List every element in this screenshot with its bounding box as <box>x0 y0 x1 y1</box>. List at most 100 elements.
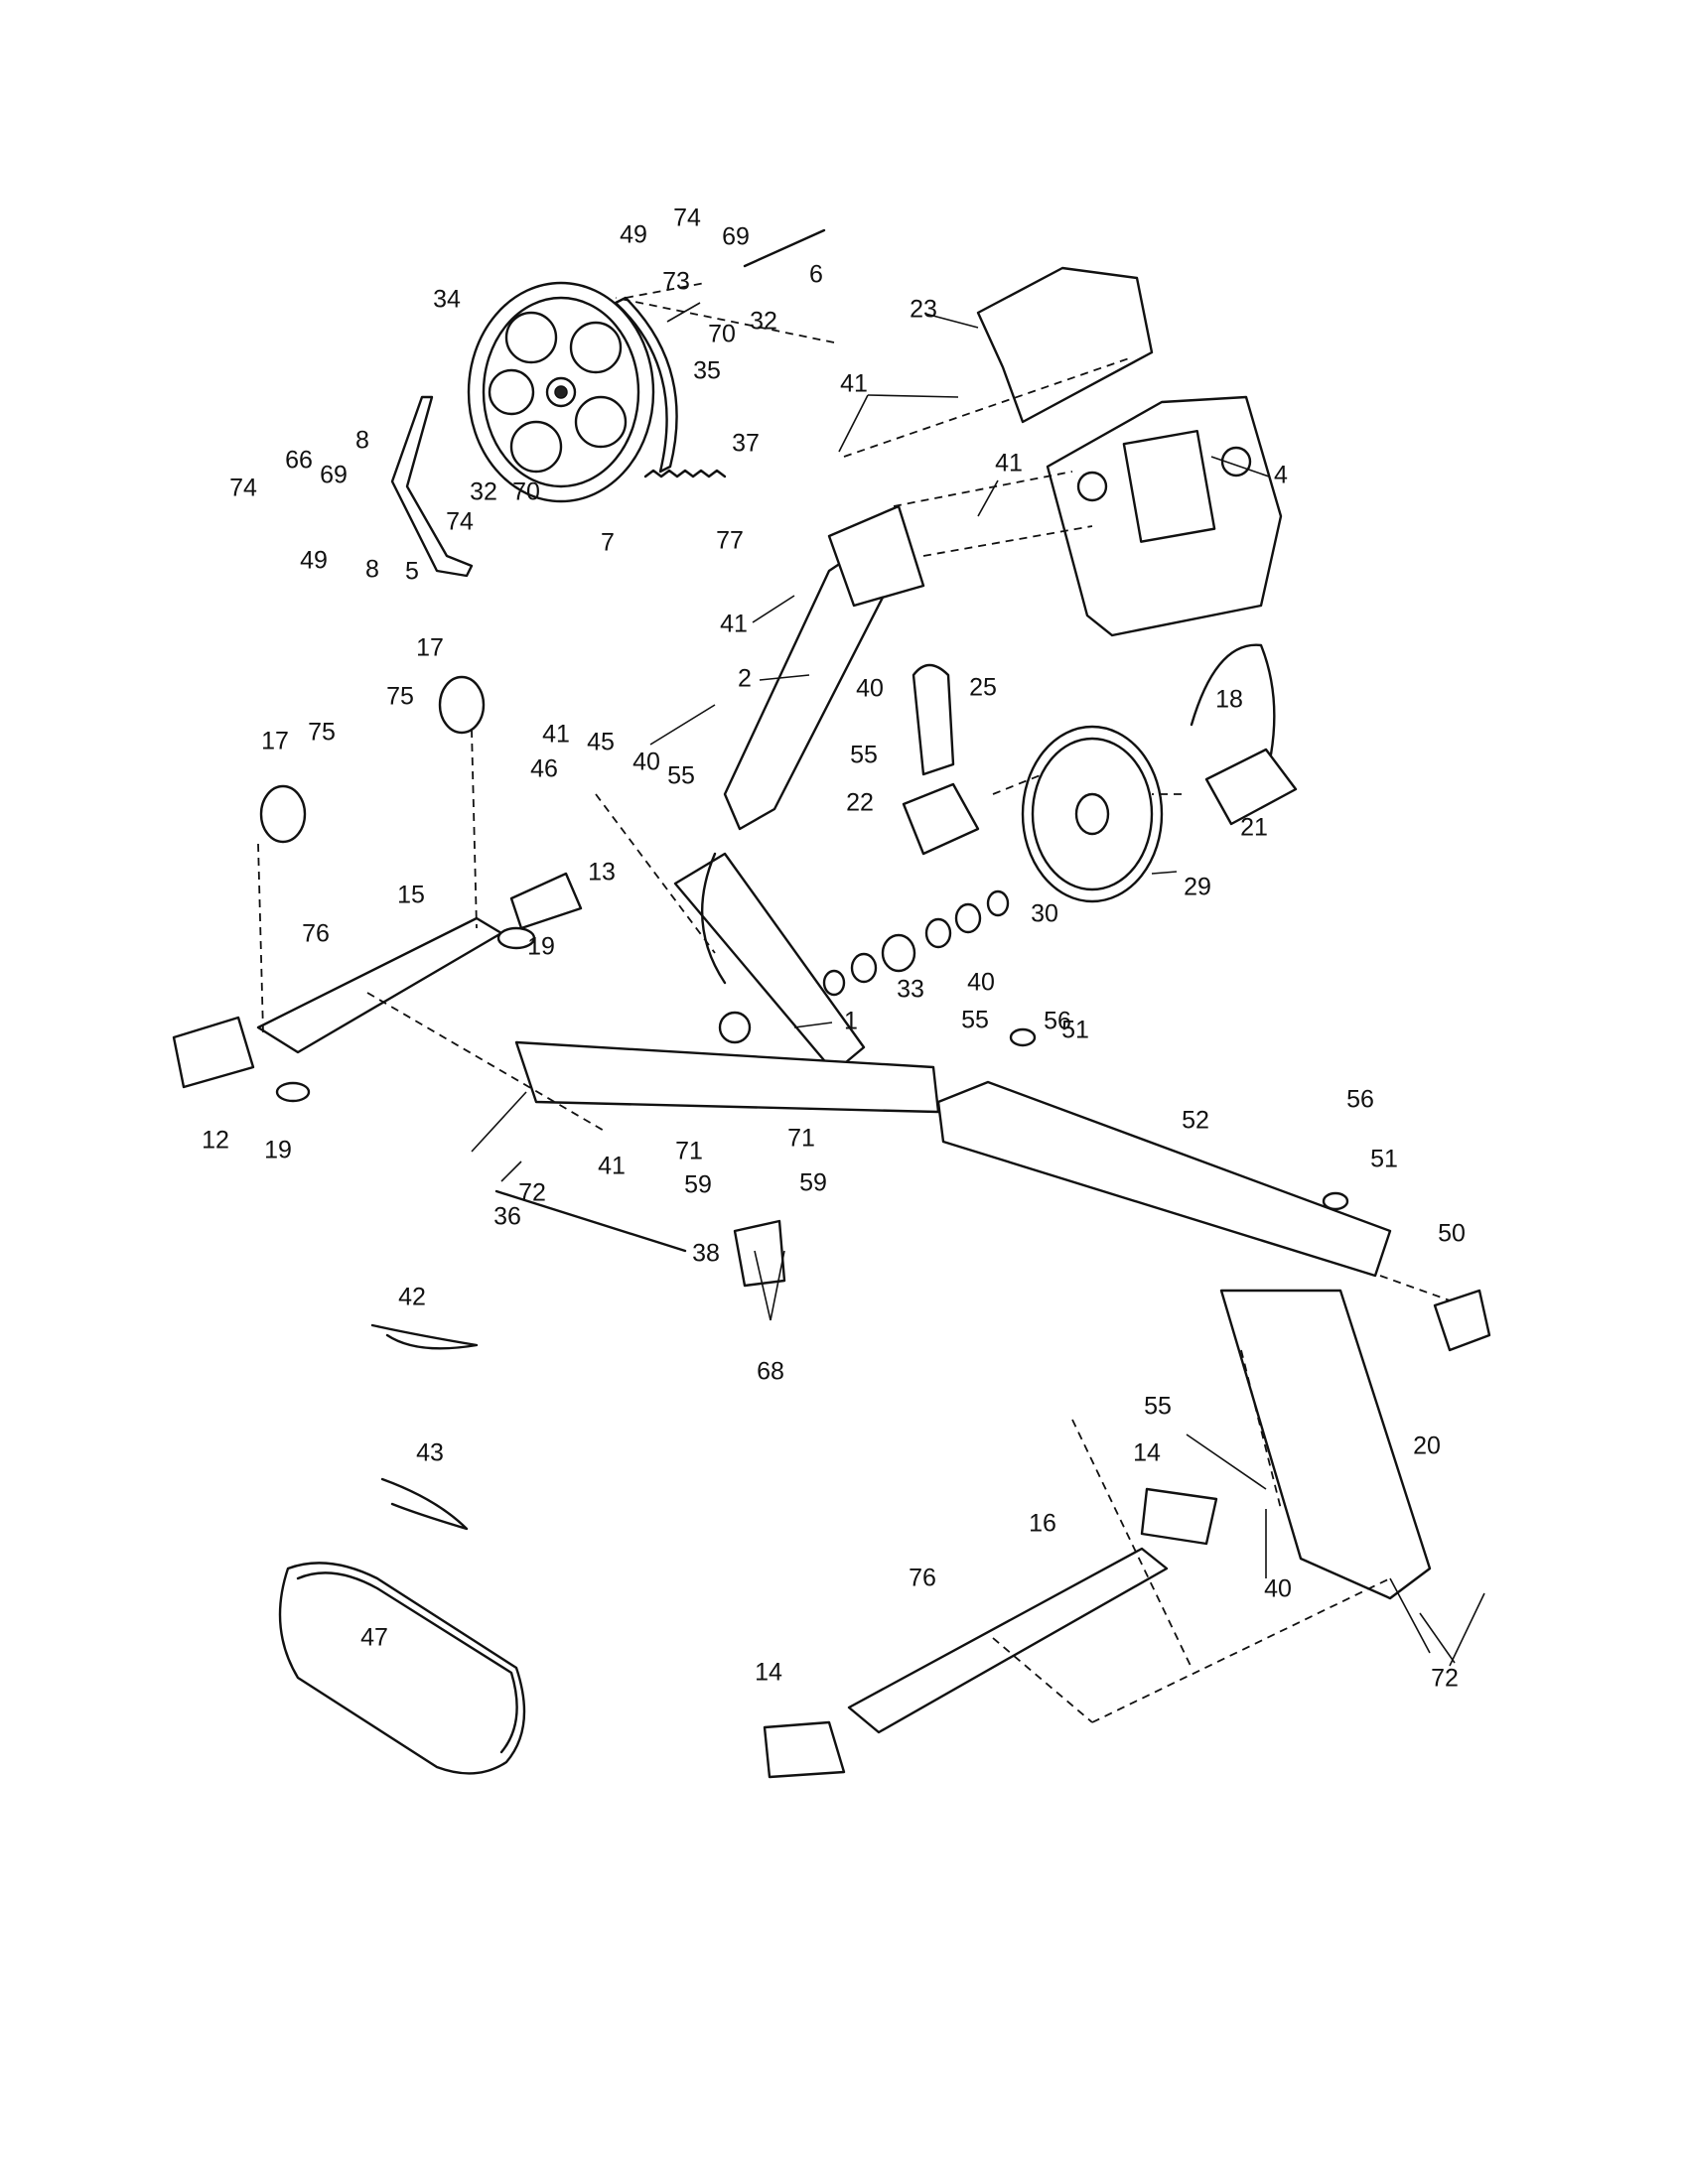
callout-13: 13 <box>588 859 616 887</box>
callout-70b: 70 <box>512 478 540 506</box>
callout-40d: 40 <box>1264 1575 1292 1603</box>
callout-1: 1 <box>844 1008 858 1035</box>
callout-50: 50 <box>1438 1220 1466 1248</box>
callout-16: 16 <box>1029 1510 1056 1538</box>
callout-labels: 1 2 4 5 6 7 8 8 12 13 14 14 15 16 17 17 … <box>202 205 1466 1693</box>
assembly-dashed-lines <box>257 282 1451 1723</box>
end-cap-13 <box>509 872 583 930</box>
callout-69b: 69 <box>320 462 348 489</box>
callout-2: 2 <box>738 665 752 693</box>
callout-49a: 49 <box>620 221 647 249</box>
callout-41e: 41 <box>598 1153 626 1180</box>
callout-74a: 74 <box>673 205 701 232</box>
callout-55c: 55 <box>961 1007 989 1034</box>
callout-76a: 76 <box>302 920 330 948</box>
rear-stabilizer-16 <box>847 1547 1169 1734</box>
console-cover-23 <box>976 266 1154 424</box>
callout-42: 42 <box>398 1284 426 1311</box>
callout-41b: 41 <box>995 450 1023 478</box>
callout-38: 38 <box>692 1240 720 1268</box>
callout-56a: 56 <box>1044 1008 1071 1035</box>
console-bracket <box>827 504 925 608</box>
callout-6: 6 <box>809 261 823 289</box>
callout-33: 33 <box>897 976 924 1004</box>
callout-40c: 40 <box>967 969 995 997</box>
main-frame-1 <box>514 852 940 1114</box>
pedal-strap-25 <box>912 663 955 776</box>
callout-43: 43 <box>416 1439 444 1467</box>
callout-75b: 75 <box>308 719 336 747</box>
callout-32b: 32 <box>470 478 497 506</box>
callout-71b: 71 <box>787 1125 815 1153</box>
cable-36 <box>494 1189 687 1253</box>
callout-17a: 17 <box>416 634 444 662</box>
callout-25: 25 <box>969 674 997 702</box>
callout-45: 45 <box>587 729 615 756</box>
callout-77: 77 <box>716 527 744 555</box>
leveling-foot-19b <box>275 1081 311 1103</box>
callout-5: 5 <box>405 558 419 586</box>
idler-arm-5 <box>390 395 474 578</box>
callout-55a: 55 <box>667 762 695 790</box>
flywheel-housing-35 <box>614 296 678 474</box>
callout-49b: 49 <box>300 547 328 575</box>
wire-42 <box>370 1323 479 1350</box>
pedal-22 <box>902 782 980 856</box>
axle-bolt-6 <box>743 228 826 268</box>
cap-51a <box>1009 1027 1037 1047</box>
callout-41a: 41 <box>840 370 868 398</box>
callout-36: 36 <box>493 1203 521 1231</box>
bearings-33 <box>822 889 1010 997</box>
callout-72a: 72 <box>518 1179 546 1207</box>
callout-15: 15 <box>397 882 425 909</box>
callout-29: 29 <box>1184 874 1211 901</box>
cap-51b <box>1322 1191 1349 1211</box>
end-cap-12 <box>172 1016 255 1089</box>
callout-19b: 19 <box>264 1137 292 1164</box>
console-4 <box>1046 395 1283 637</box>
callout-59a: 59 <box>684 1171 712 1199</box>
end-cap-14b <box>763 1720 846 1779</box>
callout-71a: 71 <box>675 1138 703 1165</box>
leader-lines <box>471 302 1485 1667</box>
end-cap-14a <box>1140 1487 1218 1546</box>
flywheel-34 <box>467 281 655 503</box>
leveling-foot-19a <box>496 926 536 950</box>
rail-end-cap-50 <box>1433 1289 1491 1352</box>
callout-35: 35 <box>693 357 721 385</box>
callout-47: 47 <box>360 1624 388 1652</box>
callout-41d: 41 <box>542 721 570 749</box>
callout-23: 23 <box>910 296 937 324</box>
wire-43 <box>380 1477 469 1531</box>
callout-55b: 55 <box>850 742 878 769</box>
callout-34: 34 <box>433 286 461 314</box>
callout-75a: 75 <box>386 683 414 711</box>
callout-74b: 74 <box>229 475 257 502</box>
callout-46: 46 <box>530 755 558 783</box>
callout-18: 18 <box>1215 686 1243 714</box>
callout-4: 4 <box>1274 462 1288 489</box>
callout-73: 73 <box>662 268 690 296</box>
callout-52: 52 <box>1182 1107 1209 1135</box>
wheel-17a <box>438 675 486 735</box>
callout-41c: 41 <box>720 611 748 638</box>
callout-68: 68 <box>757 1358 784 1386</box>
drive-belt-47 <box>278 1562 526 1775</box>
callout-74c: 74 <box>446 508 474 536</box>
callout-69a: 69 <box>722 223 750 251</box>
front-stabilizer-15 <box>256 916 503 1054</box>
callout-14b: 14 <box>755 1659 782 1687</box>
pulley-29 <box>1021 725 1164 903</box>
callout-37: 37 <box>732 430 760 458</box>
callout-21: 21 <box>1240 814 1268 842</box>
pedal-strap-18 <box>1190 643 1276 756</box>
callout-20: 20 <box>1413 1433 1441 1460</box>
callout-40a: 40 <box>632 749 660 776</box>
callout-7: 7 <box>601 529 615 557</box>
callout-55d: 55 <box>1144 1393 1172 1421</box>
bracket-38 <box>733 1219 786 1288</box>
callout-72b: 72 <box>1431 1665 1459 1693</box>
callout-8b: 8 <box>365 556 379 584</box>
callout-51a: 51 <box>1061 1017 1089 1044</box>
